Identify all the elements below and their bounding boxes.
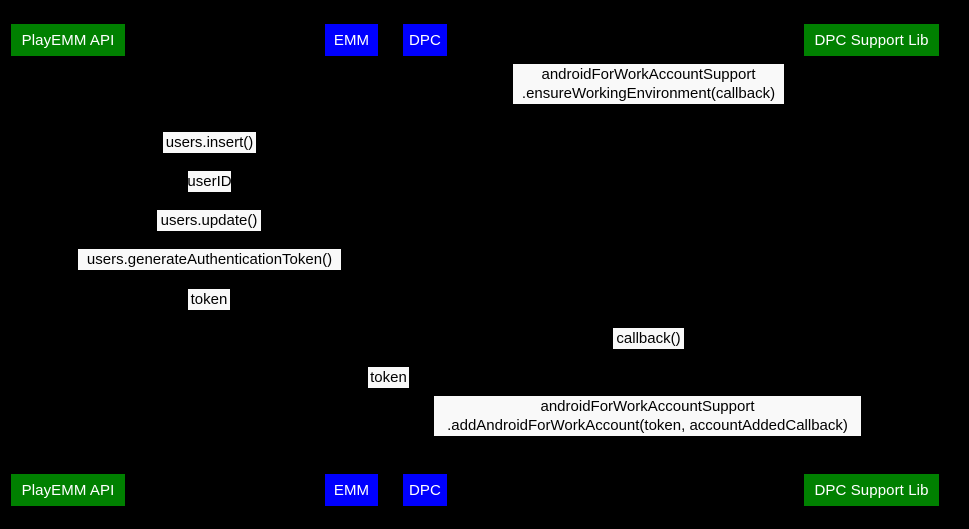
participant-bottom-dpc[interactable]: DPC bbox=[403, 474, 447, 506]
message-label-callback: callback() bbox=[613, 328, 684, 349]
lifeline-emm bbox=[351, 56, 352, 474]
lifeline-dpc-support-lib bbox=[871, 56, 872, 474]
message-label-add-android-for-work-account: androidForWorkAccountSupport .addAndroid… bbox=[434, 396, 861, 436]
message-label-user-id: userID bbox=[187, 171, 232, 192]
participant-top-emm[interactable]: EMM bbox=[325, 24, 378, 56]
message-label-token-to-emm: token bbox=[188, 289, 230, 310]
lifeline-dpc bbox=[425, 56, 426, 474]
message-label-users-update: users.update() bbox=[157, 210, 261, 231]
message-label-users-generate-authentication-token: users.generateAuthenticationToken() bbox=[78, 249, 341, 270]
message-label-ensure-working-environment: androidForWorkAccountSupport .ensureWork… bbox=[513, 64, 784, 104]
message-label-token-to-dpc: token bbox=[368, 367, 409, 388]
message-label-users-insert: users.insert() bbox=[163, 132, 256, 153]
lifeline-playemm-api bbox=[68, 56, 69, 474]
participant-top-playemm-api[interactable]: PlayEMM API bbox=[11, 24, 125, 56]
participant-top-dpc-support-lib[interactable]: DPC Support Lib bbox=[804, 24, 939, 56]
participant-bottom-emm[interactable]: EMM bbox=[325, 474, 378, 506]
participant-top-dpc[interactable]: DPC bbox=[403, 24, 447, 56]
participant-bottom-dpc-support-lib[interactable]: DPC Support Lib bbox=[804, 474, 939, 506]
participant-bottom-playemm-api[interactable]: PlayEMM API bbox=[11, 474, 125, 506]
